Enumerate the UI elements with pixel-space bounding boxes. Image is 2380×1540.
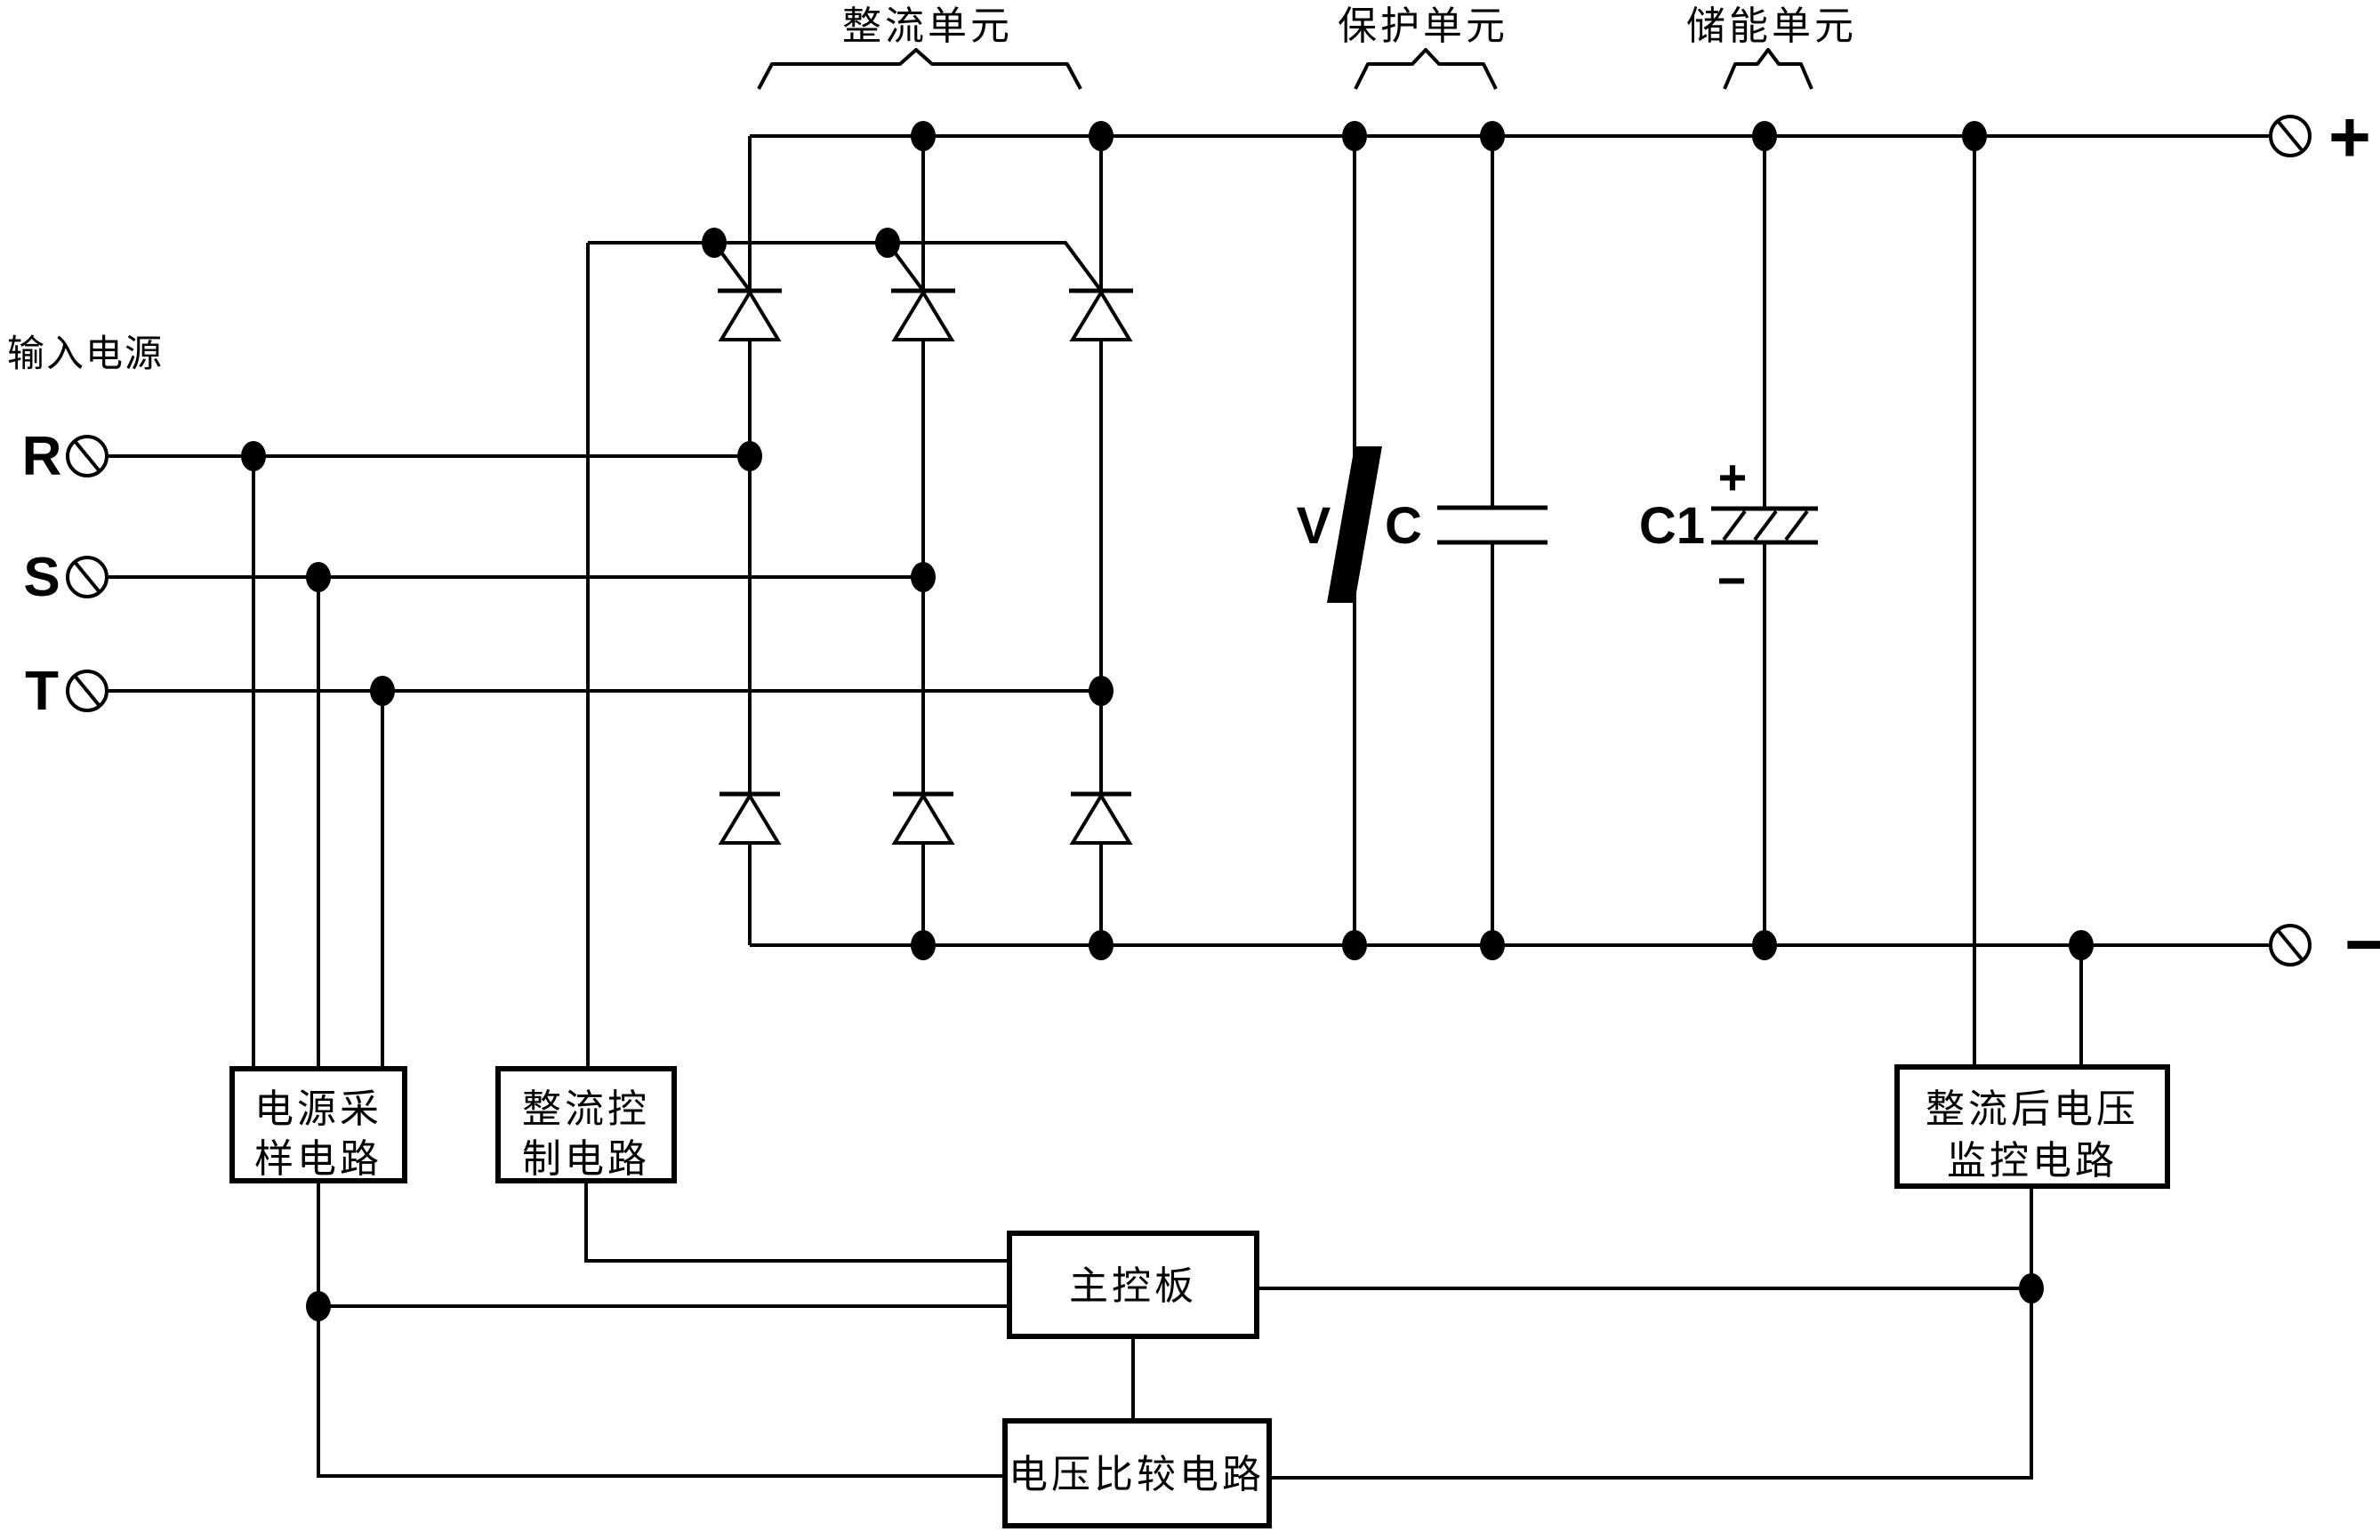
junction-dot bbox=[1480, 121, 1505, 151]
labels: 输入电源 R S T 整流单元 保护单元 储能单元 V C C1 + − + −… bbox=[7, 4, 2380, 1496]
rectifier-unit-label: 整流单元 bbox=[842, 4, 1013, 48]
cap-c1-hatch-icon bbox=[1722, 509, 1809, 541]
rectifier-control-label-line2: 制电路 bbox=[522, 1137, 650, 1181]
power-sampling-label-line1: 电源采 bbox=[254, 1087, 382, 1131]
junction-dot bbox=[1962, 121, 1987, 151]
monitor-down-wire bbox=[1269, 1186, 2033, 1480]
input-power-label: 输入电源 bbox=[7, 333, 164, 374]
scr1-icon bbox=[718, 289, 782, 341]
rectifier-unit bbox=[718, 288, 1133, 845]
junction-dot bbox=[2019, 1273, 2044, 1303]
sampling-down-wire bbox=[317, 1181, 1005, 1478]
junction-dot bbox=[2069, 930, 2094, 960]
diode1-icon bbox=[718, 792, 782, 845]
diode2-icon bbox=[891, 792, 955, 845]
power-sampling-label-line2: 样电路 bbox=[254, 1137, 382, 1181]
junction-dot bbox=[737, 441, 762, 471]
storage-unit-label: 储能单元 bbox=[1686, 4, 1857, 48]
voltage-compare-label: 电压比较电路 bbox=[1009, 1453, 1265, 1496]
junction-dot bbox=[1752, 930, 1777, 960]
junction-dot bbox=[1089, 676, 1114, 706]
storage-brace bbox=[1723, 48, 1813, 90]
junction-dot bbox=[911, 121, 936, 151]
phase-r-label: R bbox=[22, 426, 62, 487]
power-sampling-box bbox=[229, 1066, 407, 1183]
phase-s-label: S bbox=[23, 547, 60, 608]
cap-c-label: C bbox=[1385, 497, 1422, 555]
varistor-icon bbox=[1327, 446, 1382, 603]
terminal-minus-icon bbox=[2269, 924, 2312, 967]
terminal-r-icon bbox=[66, 435, 109, 477]
control-to-main-wire bbox=[584, 1181, 1009, 1263]
scr2-icon bbox=[891, 289, 955, 341]
junction-dot bbox=[241, 441, 266, 471]
junction-dot bbox=[911, 930, 936, 960]
phase-t-label: T bbox=[25, 661, 59, 722]
rectifier-control-label-line1: 整流控 bbox=[522, 1087, 650, 1131]
junction-dot bbox=[1480, 930, 1505, 960]
terminal-plus-icon bbox=[2269, 115, 2312, 157]
scr3-icon bbox=[1069, 289, 1133, 341]
voltage-compare-box bbox=[1002, 1418, 1272, 1528]
output-minus-label: − bbox=[2344, 904, 2380, 985]
junction-dot bbox=[1089, 121, 1114, 151]
voltage-monitor-box bbox=[1894, 1064, 2170, 1189]
terminal-s-icon bbox=[66, 556, 109, 598]
gate-bus bbox=[588, 241, 1103, 293]
main-control-label: 主控板 bbox=[1069, 1264, 1197, 1308]
cap-c1-plus-label: + bbox=[1718, 449, 1748, 505]
terminal-t-icon bbox=[66, 670, 109, 712]
junction-dot bbox=[875, 228, 900, 258]
unit-braces bbox=[757, 48, 1813, 90]
rectifier-brace bbox=[757, 48, 1082, 90]
storage-unit bbox=[1711, 506, 1818, 545]
voltage-monitor-label-line1: 整流后电压 bbox=[1926, 1087, 2139, 1131]
voltage-monitor-label-line2: 监控电路 bbox=[1947, 1139, 2118, 1183]
junction-dot bbox=[370, 676, 395, 706]
cap-c1-label: C1 bbox=[1639, 497, 1705, 555]
main-control-box bbox=[1007, 1231, 1259, 1339]
varistor-label: V bbox=[1297, 497, 1331, 555]
junction-dots bbox=[241, 121, 2094, 1321]
wires bbox=[107, 134, 2271, 1480]
protection-brace bbox=[1354, 48, 1498, 90]
junction-dot bbox=[1089, 930, 1114, 960]
junction-dot bbox=[1342, 930, 1367, 960]
protection-unit bbox=[1327, 446, 1548, 603]
function-boxes bbox=[229, 1064, 2170, 1528]
rectifier-control-box bbox=[495, 1066, 677, 1183]
junction-dot bbox=[702, 228, 727, 258]
junction-dot bbox=[1752, 121, 1777, 151]
junction-dot bbox=[306, 1291, 331, 1321]
protection-unit-label: 保护单元 bbox=[1338, 4, 1508, 48]
junction-dot bbox=[306, 562, 331, 592]
junction-dot bbox=[1342, 121, 1367, 151]
terminals bbox=[66, 115, 2312, 967]
junction-dot bbox=[911, 562, 936, 592]
output-plus-label: + bbox=[2328, 97, 2371, 178]
cap-c1-minus-label: − bbox=[1717, 552, 1747, 608]
diode3-icon bbox=[1069, 792, 1133, 845]
